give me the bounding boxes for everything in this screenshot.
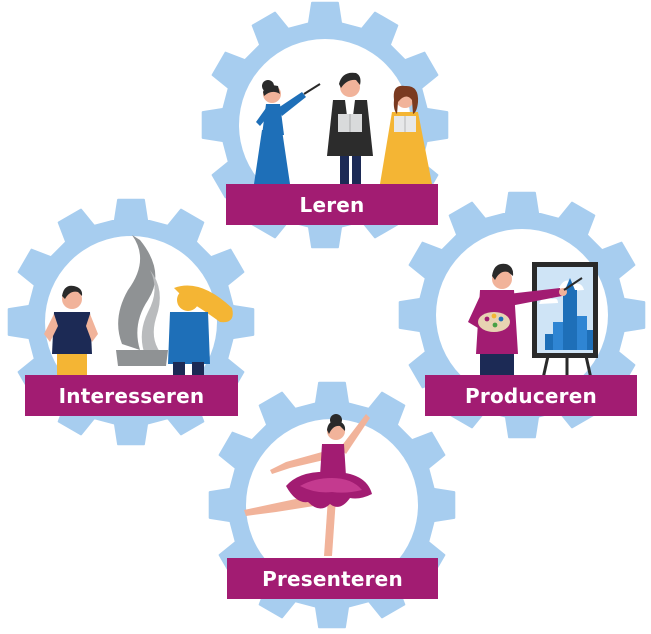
- sculpture: [116, 235, 168, 366]
- choir-and-conductor-illustration: [254, 72, 432, 184]
- painter-illustration: [468, 262, 598, 393]
- museum-visitors-illustration: [44, 235, 233, 380]
- singer-man-figure: [327, 72, 373, 184]
- visitor-woman-figure: [168, 285, 233, 380]
- visitor-man-figure: [44, 285, 98, 380]
- singer-woman-figure: [380, 85, 432, 184]
- conductor-figure: [254, 80, 321, 184]
- gear-label-leren: Leren: [226, 184, 438, 225]
- gear-label-produceren: Produceren: [425, 375, 637, 416]
- gear-label-interesseren: Interesseren: [25, 375, 238, 416]
- gear-label-presenteren: Presenteren: [227, 558, 438, 599]
- painter-man-figure: [468, 263, 583, 380]
- easel-canvas: [532, 262, 598, 393]
- ballet-dancer-illustration: [244, 414, 372, 556]
